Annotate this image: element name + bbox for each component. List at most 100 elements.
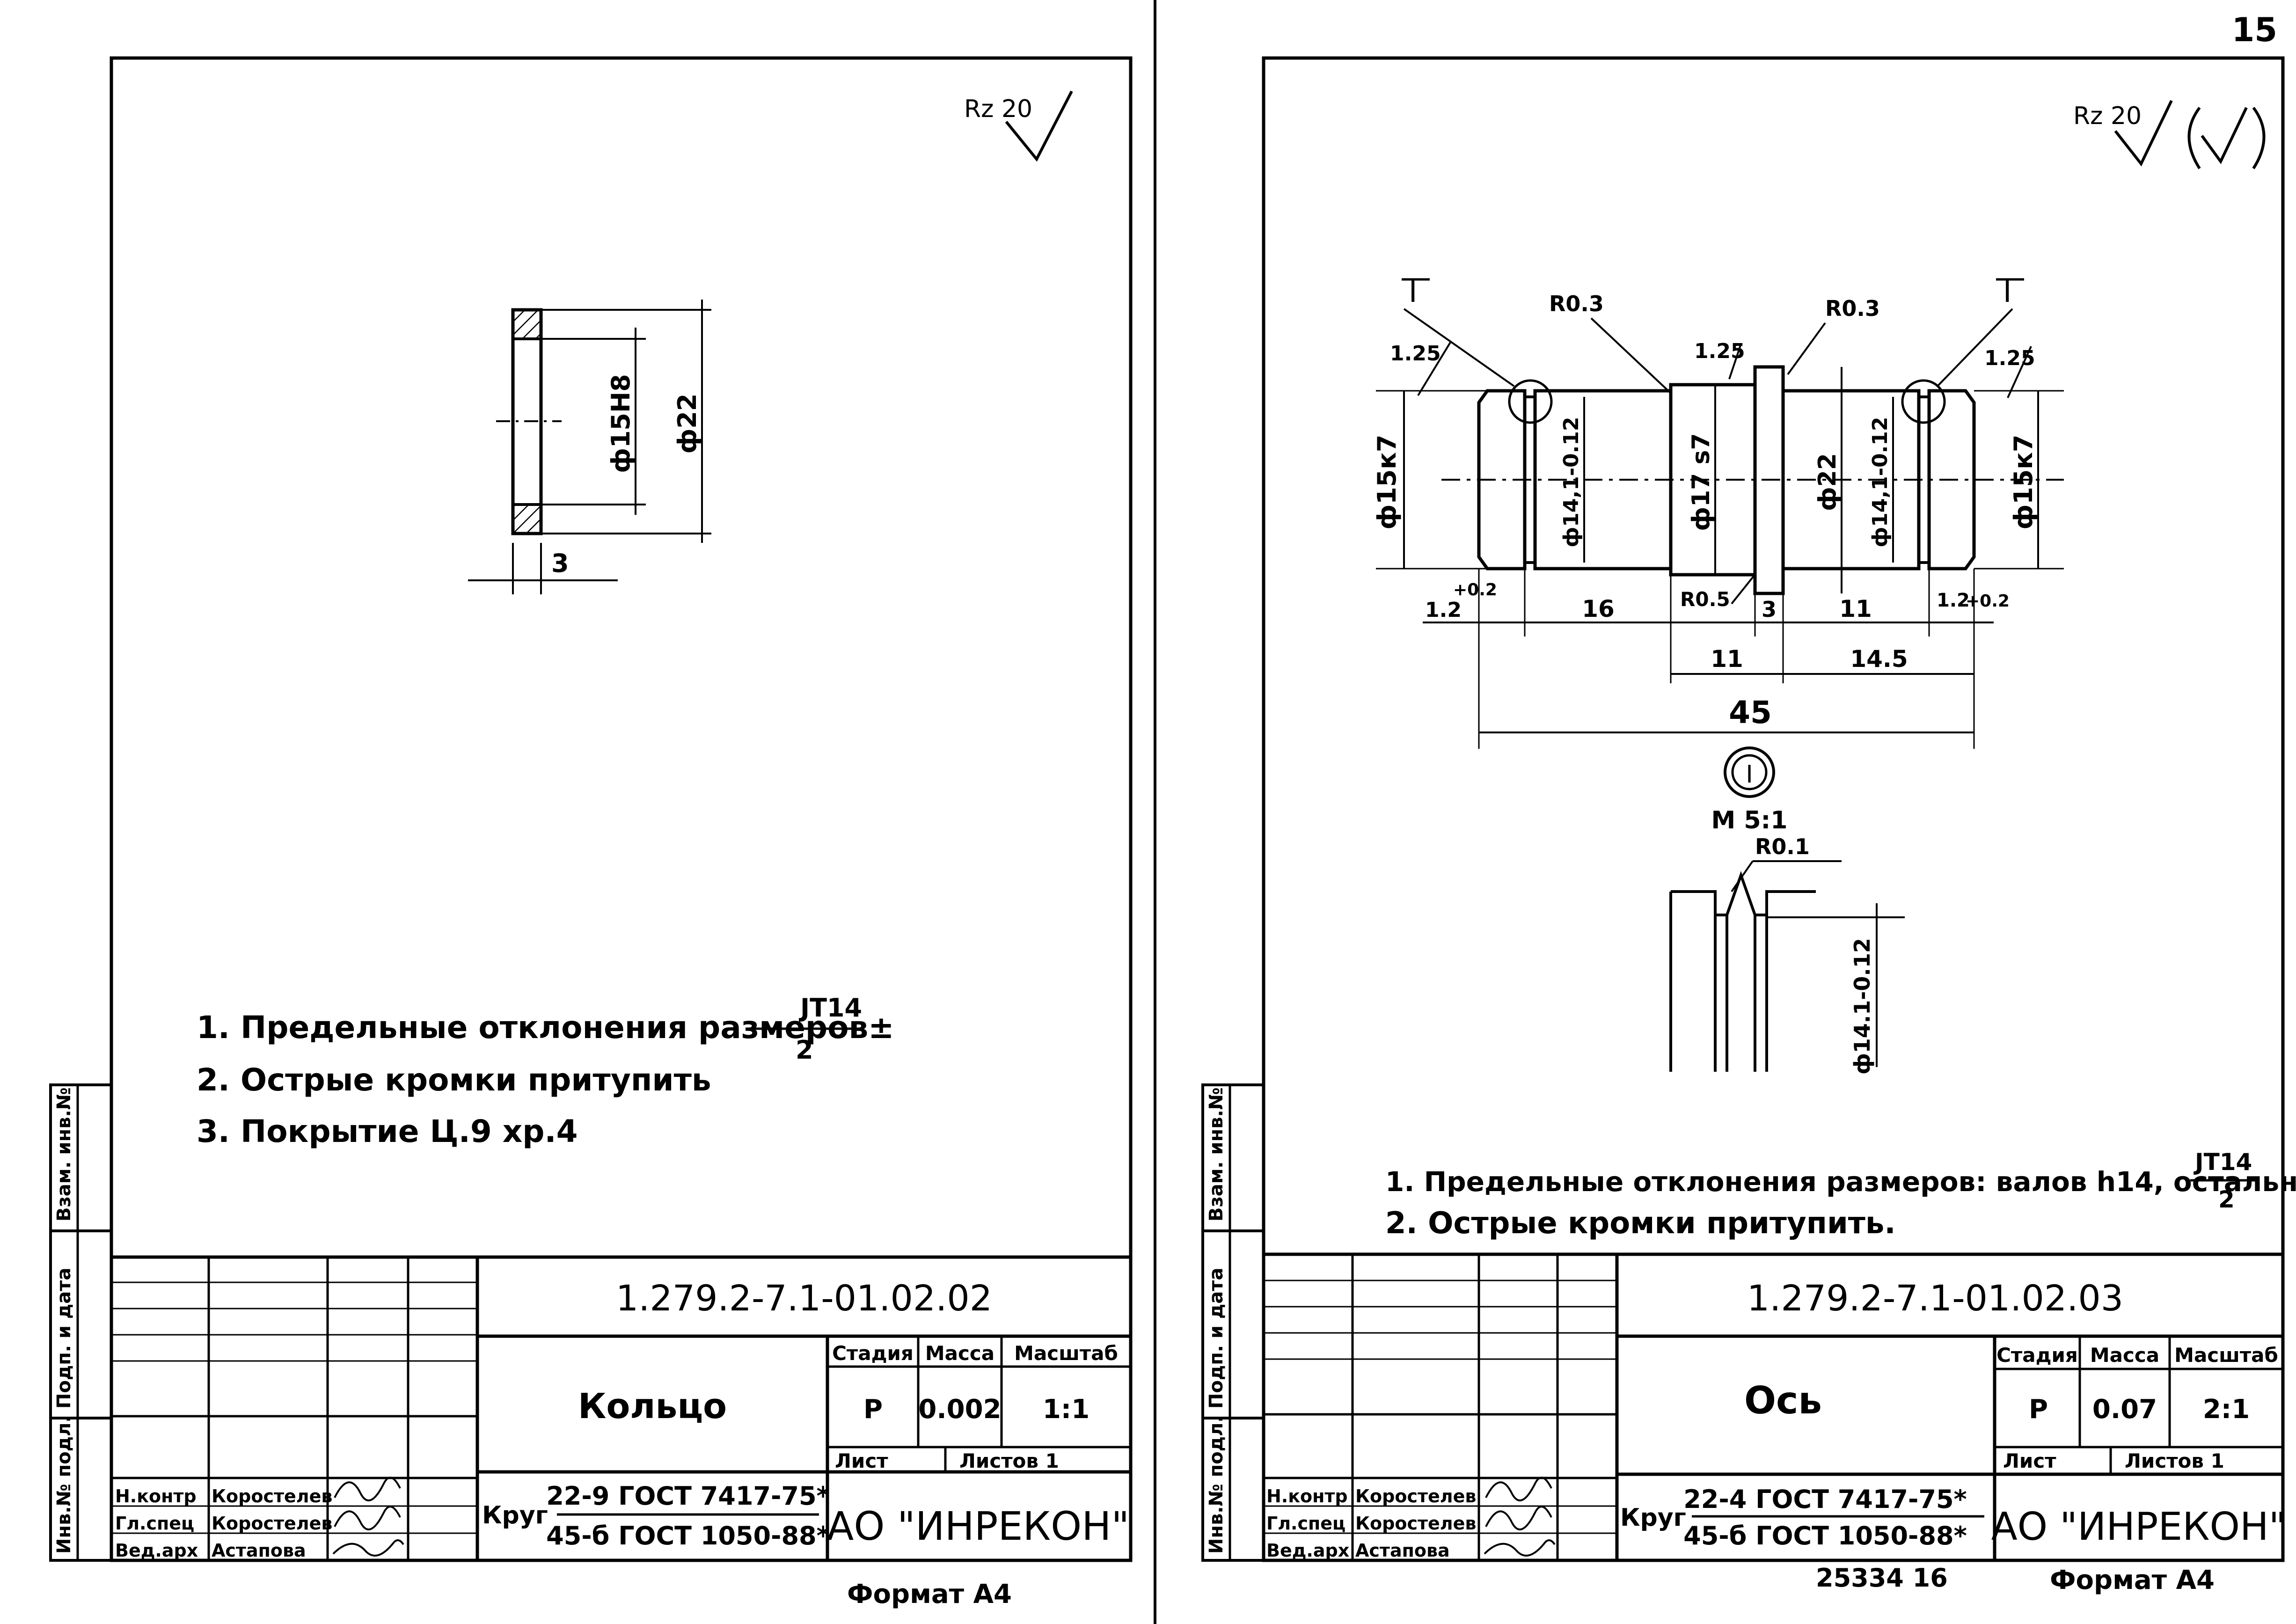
signature-mark-2 [1485, 1506, 1552, 1530]
shaft-chamfer-left-leader [1417, 341, 1452, 396]
shaft-chamfer-left: 1.25 [1390, 342, 1441, 366]
right-note-1-frac-bottom: 2 [2218, 1186, 2235, 1213]
shaft-detail-circle-left [1508, 379, 1553, 424]
left-notes: 1. Предельные отклонения размеров± JT14 … [197, 993, 894, 1149]
detail-profile [1669, 871, 1816, 1072]
left-note-1-frac-top: JT14 [798, 993, 862, 1023]
shaft-dim-tol-right: +0.2 [1966, 592, 2010, 611]
right-scale-value: 2:1 [2203, 1394, 2250, 1425]
left-note-1-frac-bottom: 2 [796, 1035, 813, 1065]
detail-radius: R0.1 [1755, 834, 1810, 859]
left-mass-header: Масса [925, 1342, 994, 1365]
left-stage-header: Стадия [832, 1342, 914, 1365]
ring-outer-diameter: ф22 [673, 394, 702, 454]
shaft-chamfer-right-leader [2007, 346, 2032, 398]
shaft-dim-145: 14.5 [1850, 645, 1908, 673]
right-material-prefix: Круг [1620, 1504, 1686, 1532]
left-sheets-label: Листов 1 [959, 1449, 1059, 1472]
left-sheet: Rz 20 ф15Н8 ф22 3 1. Предельные отклоне [49, 56, 1133, 1609]
left-tb-box [110, 1255, 1133, 1562]
right-part-name: Ось [1744, 1379, 1822, 1422]
left-sign-name-3: Астапова [212, 1540, 306, 1561]
shaft-radius-right: R0.3 [1825, 296, 1880, 321]
right-notes: 1. Предельные отклонения размеров: валов… [1385, 1149, 2296, 1241]
left-title-block: Н.контр Коростелев Гл.спец Коростелев Ве… [110, 1255, 1133, 1562]
left-mass-value: 0.002 [918, 1394, 1001, 1425]
roughness-check-icon [2114, 100, 2173, 167]
left-sheet-label: Лист [835, 1449, 888, 1472]
right-note-1-frac-top: JT14 [2194, 1149, 2252, 1176]
archive-number: 25334 16 [1816, 1563, 1948, 1593]
right-scale-header: Масштаб [2174, 1344, 2278, 1367]
shaft-detail-circle-right [1901, 379, 1946, 424]
detail-scale: М 5:1 [1711, 806, 1787, 834]
shaft-section-left: I [1409, 275, 1417, 309]
right-stage-header: Стадия [1996, 1344, 2078, 1367]
right-side-label-3: Взам. инв.№ [1206, 1087, 1227, 1222]
right-material-bottom: 45-б ГОСТ 1050-88* [1683, 1521, 1967, 1551]
left-material-prefix: Круг [482, 1501, 548, 1529]
shaft-leader-right [1937, 308, 2013, 387]
shaft-dim-12-left: 1.2 [1425, 598, 1462, 622]
left-note-2: 2. Острые кромки притупить [197, 1062, 711, 1098]
shaft-dia-right: ф15к7 [2009, 435, 2038, 530]
signature-mark-1 [1485, 1477, 1552, 1501]
ring-inner-diameter: ф15Н8 [606, 374, 636, 473]
shaft-radius-right-leader [1787, 322, 1826, 375]
left-side-label-1: Инв.№ подл. [53, 1415, 75, 1554]
right-tb-box [1262, 1252, 2285, 1562]
shaft-radius-small: R0.5 [1680, 588, 1730, 611]
left-stage-value: Р [863, 1394, 883, 1425]
shaft-chamfer-mid-leader [1728, 344, 1742, 380]
detail-dia: ф14.1-0.12 [1850, 938, 1875, 1075]
shaft-dim-12-right: 1.2 [1937, 590, 1970, 611]
left-roughness-label: Rz 20 [964, 95, 1032, 123]
right-company: АО "ИНРЕКОН" [1991, 1505, 2287, 1549]
signature-mark-2 [334, 1506, 401, 1530]
left-material-top: 22-9 ГОСТ 7417-75* [546, 1481, 830, 1511]
detail-label: I [1746, 761, 1753, 789]
ring-hatch-bottom [512, 503, 542, 535]
left-note-3: 3. Покрытие Ц.9 хр.4 [197, 1113, 578, 1149]
right-title-block: Н.контр Коростелев Гл.спец Коростелев Ве… [1262, 1252, 2287, 1562]
left-side-label-2: Подп. и дата [53, 1268, 75, 1409]
right-material-top: 22-4 ГОСТ 7417-75* [1683, 1485, 1967, 1514]
shaft-dia-collar: ф22 [1813, 453, 1842, 511]
ring-hatch-top [512, 308, 542, 340]
shaft-dia-groove-right: ф14,1-0.12 [1868, 417, 1892, 547]
signature-mark-3 [332, 1539, 404, 1557]
shaft-dia-left: ф15к7 [1372, 435, 1402, 530]
left-part-name: Кольцо [578, 1386, 727, 1426]
shaft-dim-3: 3 [1762, 597, 1777, 622]
signature-mark-1 [334, 1477, 401, 1501]
left-company: АО "ИНРЕКОН" [827, 1503, 1129, 1549]
right-sign-name-1: Коростелев [1355, 1486, 1476, 1507]
shaft-radius-left: R0.3 [1549, 291, 1604, 316]
left-format: Формат А4 [847, 1579, 1012, 1609]
shaft-leader-left [1403, 308, 1515, 387]
right-side-label-1: Инв.№ подл. [1206, 1415, 1227, 1554]
left-scale-value: 1:1 [1043, 1394, 1090, 1425]
right-note-2: 2. Острые кромки притупить. [1385, 1206, 1896, 1241]
shaft-chamfer-right: 1.25 [1984, 346, 2035, 370]
left-side-strip: Инв.№ подл. Подп. и дата Взам. инв.№ [49, 1083, 113, 1562]
right-side-label-2: Подп. и дата [1206, 1268, 1227, 1409]
right-designation: 1.279.2-7.1-01.02.03 [1747, 1277, 2123, 1319]
left-designation: 1.279.2-7.1-01.02.02 [616, 1277, 992, 1319]
right-mass-value: 0.07 [2092, 1394, 2157, 1425]
detail-circle-outer [1724, 746, 1775, 798]
right-sign-name-3: Астапова [1355, 1540, 1450, 1561]
ring-drawing: ф15Н8 ф22 3 [468, 300, 711, 594]
shaft-dim-11: 11 [1711, 645, 1743, 673]
right-sheet-label: Лист [2003, 1449, 2056, 1472]
right-mass-header: Масса [2090, 1344, 2159, 1367]
roughness-bracket-check-icon [2187, 107, 2266, 169]
right-stage-value: Р [2029, 1394, 2048, 1425]
right-roughness: Rz 20 [2073, 100, 2266, 169]
shaft-chamfer-mid: 1.25 [1694, 339, 1745, 363]
right-note-1: 1. Предельные отклонения размеров: валов… [1385, 1166, 2296, 1198]
right-sheet: Rz 20 I I 1.25 1.2 [1201, 56, 2296, 1595]
shaft-section-right: I [2003, 275, 2011, 309]
left-sign-name-2: Коростелев [212, 1513, 332, 1534]
signature-mark-3 [1484, 1539, 1556, 1557]
